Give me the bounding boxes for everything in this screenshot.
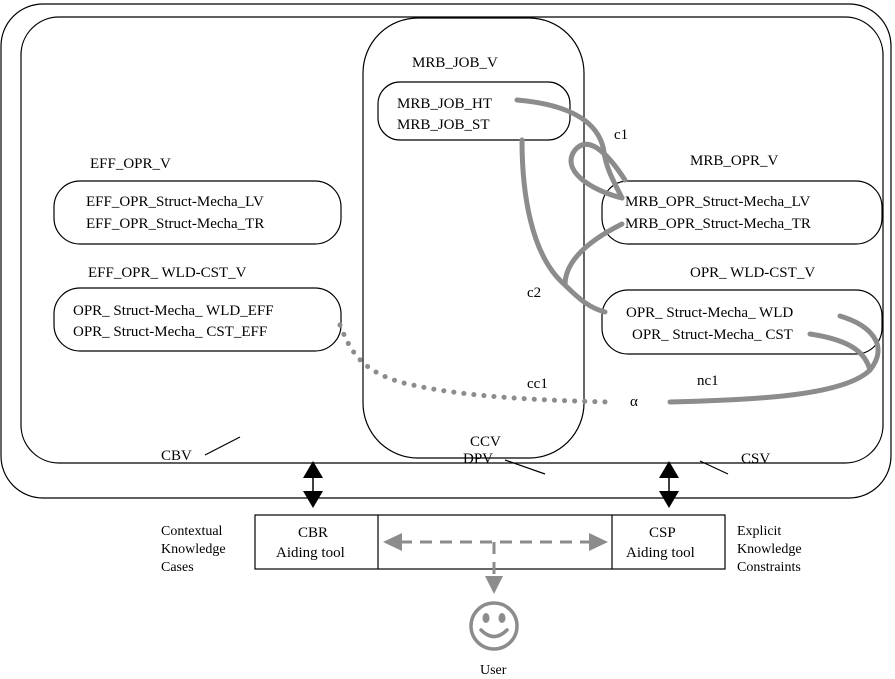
eff-opr-wld-cst-view-label: EFF_OPR_ WLD-CST_V [88,265,247,281]
c2-label: c2 [527,285,541,301]
dpv-pointer [504,459,546,475]
eff-opr-view-label: EFF_OPR_V [90,156,171,172]
eff-opr-box [53,180,342,245]
csv-label: CSV [741,451,770,467]
opr-wld-cst-box [601,289,883,355]
cbr-double-arrow [303,461,323,508]
alpha-label: α [630,394,638,410]
mrb-job-line-1: MRB_JOB_HT [397,96,492,112]
cbr-tool-title: CBR [298,525,328,541]
ccv-column [362,17,585,459]
cbr-tool-subtitle: Aiding tool [276,545,345,561]
right-note-line-3: Constraints [737,560,801,575]
right-note-line-2: Knowledge [737,542,802,557]
eff-opr-line-1: EFF_OPR_Struct-Mecha_LV [86,194,264,210]
opr-wld-cst-line-2: OPR_ Struct-Mecha_ CST [632,327,793,343]
eff-opr-wld-cst-line-2: OPR_ Struct-Mecha_ CST_EFF [73,324,267,340]
cbv-pointer [204,436,241,456]
csp-tool-subtitle: Aiding tool [626,545,695,561]
left-note-line-2: Knowledge [161,542,226,557]
csp-tool-title: CSP [649,525,676,541]
dpv-frame [0,3,892,499]
connector-c1-loop [568,141,628,201]
opr-wld-cst-view-label: OPR_ WLD-CST_V [690,265,815,281]
eff-opr-line-2: EFF_OPR_Struct-Mecha_TR [86,216,264,232]
left-note-line-1: Contextual [161,524,223,539]
nc1-label: nc1 [697,373,719,389]
cc1-label: cc1 [527,376,548,392]
inner-frame [20,16,884,464]
mrb-opr-line-1: MRB_OPR_Struct-Mecha_LV [625,194,810,210]
connector-ht-lv [514,97,625,201]
ccv-label: CCV [470,434,501,450]
connector-cc1-dotted [337,322,613,405]
mrb-opr-view-label: MRB_OPR_V [690,153,779,169]
connector-nc1 [667,313,881,405]
eff-opr-wld-cst-box [53,287,342,352]
mrb-job-line-2: MRB_JOB_ST [397,117,490,133]
left-note-line-3: Cases [161,560,194,575]
dpv-label: DPV [463,451,493,467]
connector-c2-branch [562,221,625,288]
mrb-job-view-label: MRB_JOB_V [412,55,498,71]
csp-double-arrow [659,461,679,508]
tool-dashed-arrows [383,533,608,594]
cbv-label: CBV [161,448,192,464]
eff-opr-wld-cst-line-1: OPR_ Struct-Mecha_ WLD_EFF [73,303,274,319]
csv-pointer [699,460,729,475]
connector-cst [807,331,873,373]
right-note-line-1: Explicit [737,524,781,539]
opr-wld-cst-line-1: OPR_ Struct-Mecha_ WLD [626,305,793,321]
tool-bar [254,514,726,570]
mrb-opr-line-2: MRB_OPR_Struct-Mecha_TR [625,216,811,232]
mrb-opr-box [601,180,883,245]
user-label: User [480,663,507,678]
connector-st-wld [519,137,608,315]
smiley-face-icon [469,601,519,651]
c1-label: c1 [614,127,628,143]
